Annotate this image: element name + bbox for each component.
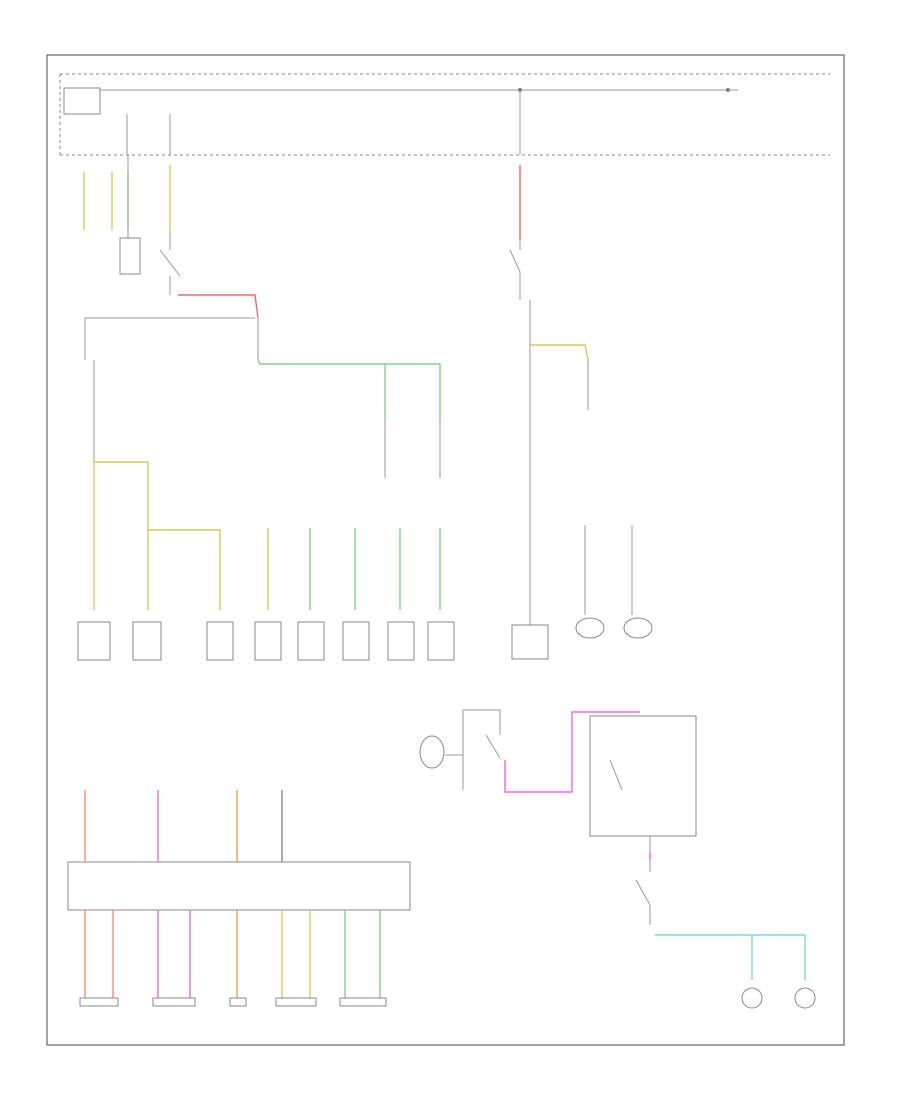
- components-row: [77, 621, 455, 661]
- bottom-terminals: [79, 997, 387, 1007]
- diagram-frame: [46, 54, 845, 1046]
- green-branch: [257, 359, 441, 470]
- right-lamps: [575, 525, 653, 639]
- center-circuit: [509, 165, 589, 660]
- bottom-fuse-block: [67, 790, 411, 998]
- left-upper-circuit: [83, 155, 259, 360]
- lower-relay-area: [419, 709, 697, 925]
- connector-stubs: [267, 470, 441, 610]
- left-feed: [93, 360, 221, 610]
- top-junction-box: [59, 73, 830, 156]
- cyan-branch: [655, 934, 816, 1009]
